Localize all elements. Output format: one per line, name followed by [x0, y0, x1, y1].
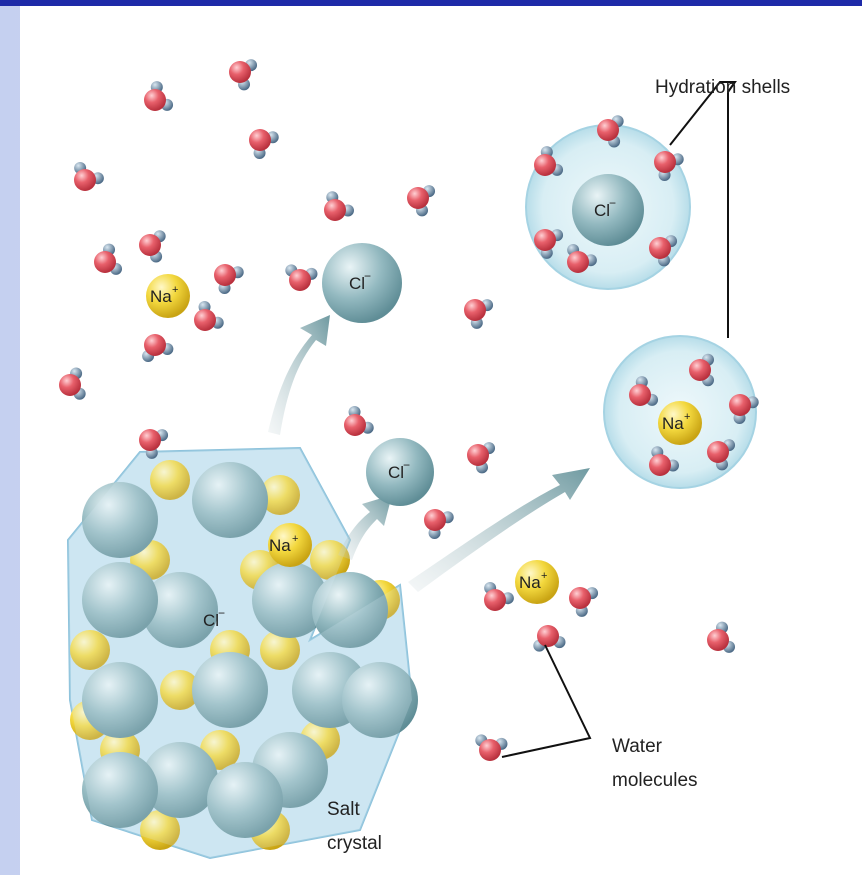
na-charge: + — [292, 533, 298, 545]
water-molecule — [194, 301, 224, 331]
na-ion-crystal-surface: Na + — [268, 523, 312, 567]
water-molecule — [324, 191, 354, 221]
water-molecule — [569, 587, 599, 617]
water-molecule — [729, 394, 759, 424]
water-molecule — [139, 429, 169, 459]
water-molecule — [249, 129, 279, 159]
water-molecule — [214, 264, 244, 294]
water-molecule — [475, 734, 508, 761]
na-ion-free-lower: Na + — [515, 560, 559, 604]
lattice-cl — [312, 572, 388, 648]
cl-ion-free-upper: Cl − — [322, 243, 402, 323]
hydration-shells-label: Hydration shells — [655, 77, 790, 98]
water-molecule — [649, 235, 678, 267]
cl-ion-in-shell: Cl − — [572, 174, 644, 246]
cl-ion-free-middle: Cl − — [366, 438, 434, 506]
water-molecule — [74, 161, 104, 191]
cl-label: Cl — [349, 274, 365, 293]
water-molecule — [142, 334, 174, 363]
arrow-cl-middle — [338, 495, 392, 560]
lattice-cl — [82, 482, 158, 558]
water-molecules-label-line1: Water — [612, 736, 663, 757]
na-ion-free-left: Na + — [146, 274, 190, 318]
cl-ion-crystal-label: Cl − — [203, 606, 225, 630]
water-molecules-label-line2: molecules — [612, 770, 698, 791]
na-ion-in-shell: Na + — [658, 401, 702, 445]
na-charge: + — [541, 570, 547, 582]
water-molecule — [533, 625, 566, 652]
water-molecules-leader — [501, 644, 592, 758]
cl-charge: − — [218, 606, 225, 620]
lattice-na — [70, 630, 110, 670]
lattice-cl — [207, 762, 283, 838]
water-molecule — [59, 367, 86, 400]
lattice-na — [260, 630, 300, 670]
water-molecule — [534, 229, 564, 259]
water-molecule — [285, 264, 318, 291]
water-molecule — [94, 243, 123, 275]
na-charge: + — [684, 411, 690, 423]
lattice-na — [150, 460, 190, 500]
lattice-na — [140, 810, 180, 850]
water-molecule — [407, 185, 436, 217]
water-molecule — [707, 621, 736, 653]
lattice-cl — [192, 462, 268, 538]
lattice-na — [310, 540, 350, 580]
water-molecule — [649, 446, 679, 476]
cl-charge: − — [403, 458, 410, 472]
water-molecule — [424, 509, 454, 539]
na-label: Na — [519, 573, 541, 592]
water-molecule — [689, 353, 715, 387]
lattice-cl — [82, 562, 158, 638]
na-label: Na — [150, 287, 172, 306]
water-molecule — [144, 81, 174, 111]
water-molecule — [467, 442, 496, 474]
lattice-cl — [192, 652, 268, 728]
water-molecule — [567, 243, 597, 273]
water-molecules — [59, 59, 759, 761]
salt-crystal-label-line2: crystal — [327, 833, 382, 854]
na-charge: + — [172, 284, 178, 296]
lattice-cl — [82, 752, 158, 828]
na-label: Na — [269, 536, 291, 555]
cl-label: Cl — [388, 463, 404, 482]
lattice-na — [160, 670, 200, 710]
water-molecule — [344, 406, 374, 436]
hydration-shells-leader — [669, 81, 737, 338]
water-molecule — [484, 581, 514, 611]
cl-charge: − — [364, 269, 371, 283]
lattice-cl — [342, 662, 418, 738]
cl-label: Cl — [203, 611, 219, 630]
water-molecule — [654, 151, 684, 181]
lattice-cl — [252, 562, 328, 638]
slide-top-bar — [0, 0, 862, 6]
cl-charge: − — [609, 196, 616, 210]
na-label: Na — [662, 414, 684, 433]
water-molecule — [464, 299, 494, 329]
water-molecule — [139, 230, 166, 263]
lattice-cl — [142, 572, 218, 648]
water-molecule — [629, 376, 659, 406]
water-molecule — [229, 59, 258, 91]
arrow-to-na-shell — [408, 468, 590, 592]
arrow-cl-upper — [268, 315, 330, 435]
cl-label: Cl — [594, 201, 610, 220]
lattice-na — [260, 475, 300, 515]
water-molecule — [707, 439, 736, 471]
water-molecule — [597, 115, 624, 148]
salt-crystal-label-line1: Salt — [327, 799, 360, 820]
salt-crystal — [66, 446, 418, 860]
water-molecule — [534, 146, 564, 176]
lattice-cl — [142, 742, 218, 818]
lattice-cl — [82, 662, 158, 738]
